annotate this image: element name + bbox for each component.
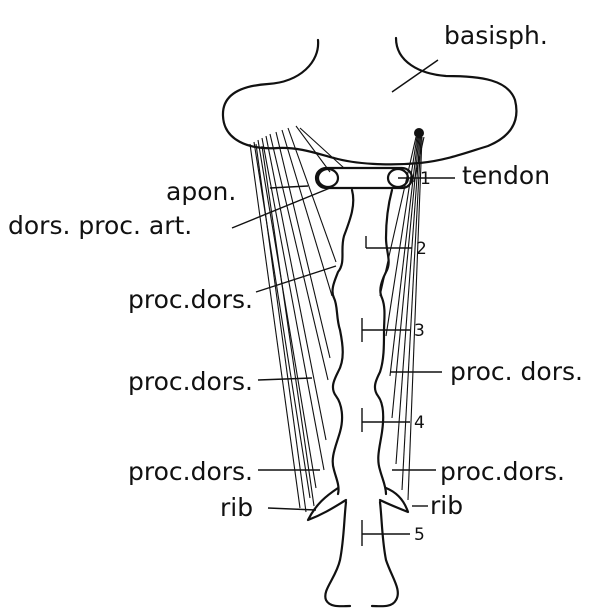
vertebra-number-1: 1 — [420, 169, 431, 189]
atlas-vertebra — [316, 168, 412, 188]
label-proc-dors-2: proc.dors. — [128, 367, 253, 396]
rib-right-shape — [380, 488, 408, 512]
basisphenoid-outline — [223, 38, 516, 164]
label-rib-right: rib — [430, 491, 463, 520]
label-basisph: basisph. — [444, 21, 548, 50]
tendon-insertion-dot — [414, 128, 424, 138]
neural-spine-marks — [362, 236, 366, 546]
vertebra-number-3: 3 — [414, 321, 425, 341]
label-proc-dors-3: proc.dors. — [128, 457, 253, 486]
label-rib-left: rib — [220, 493, 253, 522]
vertebra-number-4: 4 — [414, 413, 425, 433]
label-apon: apon. — [166, 177, 236, 206]
label-proc-dors-right-2: proc.dors. — [440, 457, 565, 486]
label-proc-dors-right-1: proc. dors. — [450, 357, 583, 386]
label-tendon: tendon — [462, 161, 550, 190]
fifth-vertebra-outline — [325, 502, 398, 606]
label-dors-proc-art: dors. proc. art. — [8, 211, 192, 240]
right-muscle-fibers — [380, 137, 424, 500]
left-muscle-fibers — [250, 126, 344, 512]
vertebra-number-5: 5 — [414, 525, 425, 545]
vertebra-number-2: 2 — [416, 239, 427, 259]
label-proc-dors-1: proc.dors. — [128, 285, 253, 314]
